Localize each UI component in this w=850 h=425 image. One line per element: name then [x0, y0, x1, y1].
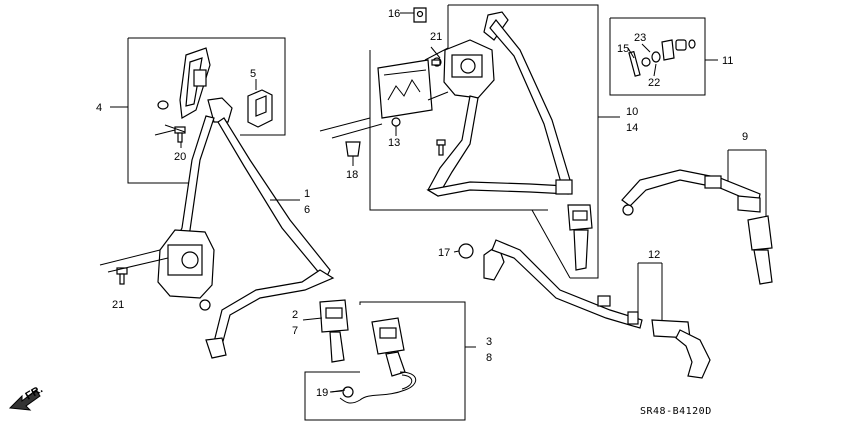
front-direction-arrow — [8, 389, 41, 411]
rear-seat-belt-9 — [621, 169, 773, 285]
group-3-8-frame — [304, 301, 476, 421]
bolt-21-top — [431, 59, 441, 66]
group-9-frame — [727, 149, 767, 218]
callout-17: 17 — [438, 247, 450, 259]
callout-20: 20 — [174, 151, 186, 163]
bolt-set-11 — [628, 39, 696, 77]
callout-4: 4 — [96, 102, 102, 114]
callout-10: 10 — [626, 106, 638, 118]
callout-13: 13 — [388, 137, 400, 149]
rear-center-buckle — [567, 204, 593, 271]
adjuster-rail — [179, 47, 211, 119]
callout-23: 23 — [634, 32, 646, 44]
callout-labels: 1 6 2 7 3 8 4 5 20 21 19 16 21 13 18 10 … — [96, 8, 748, 399]
callout-8: 8 — [486, 352, 492, 364]
rear-center-webbing — [426, 11, 573, 197]
rear-center-retractor — [432, 39, 495, 99]
callout-7: 7 — [292, 325, 298, 337]
callout-18: 18 — [346, 169, 358, 181]
trim-cover-5 — [247, 89, 273, 128]
callout-11: 11 — [722, 55, 733, 67]
callout-14: 14 — [626, 122, 638, 134]
callout-15: 15 — [617, 43, 629, 55]
bolt-18 — [345, 139, 446, 157]
rear-outer-seat-belt-12 — [458, 239, 711, 379]
callout-22: 22 — [648, 77, 660, 89]
group-10-14-frame — [369, 4, 620, 279]
front-seat-belt-left — [157, 97, 335, 359]
washer — [157, 100, 169, 110]
callout-3: 3 — [486, 336, 492, 348]
callout-21-top: 21 — [430, 31, 442, 43]
bracket-16 — [413, 7, 427, 23]
front-buckle-2-7 — [319, 299, 349, 363]
group-4-bracket-frame — [110, 37, 286, 184]
callout-19: 19 — [316, 387, 328, 399]
cover-13 — [377, 59, 433, 127]
callout-6: 6 — [304, 204, 310, 216]
callout-16: 16 — [388, 8, 400, 20]
callout-21-left: 21 — [112, 299, 124, 311]
callout-12: 12 — [648, 249, 660, 261]
group-12-frame — [637, 262, 663, 322]
callout-1: 1 — [304, 188, 310, 200]
bolt-21-left — [116, 267, 128, 285]
callout-9: 9 — [742, 131, 748, 143]
leader-lines — [329, 12, 657, 393]
callout-5: 5 — [250, 68, 256, 80]
diagram-code: SR48-B4120D — [640, 406, 712, 417]
group-11-frame — [609, 17, 718, 96]
direction-label: FR. — [24, 383, 45, 402]
callout-2: 2 — [292, 309, 298, 321]
buckle-with-cable-3-8 — [339, 317, 417, 404]
